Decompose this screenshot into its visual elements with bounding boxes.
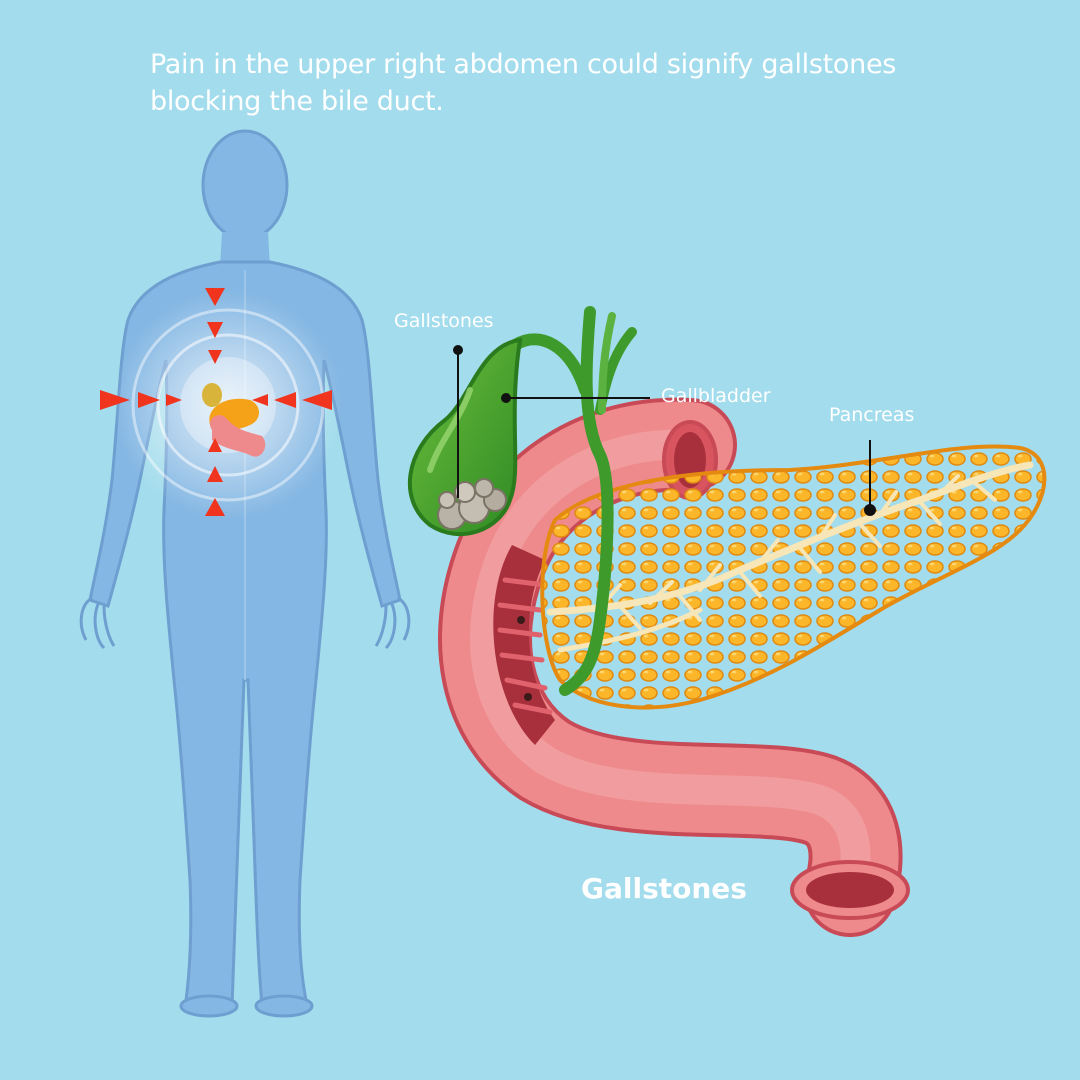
label-gallstones: Gallstones — [394, 310, 494, 332]
human-body — [79, 129, 411, 1018]
caption: Pain in the upper right abdomen could si… — [150, 46, 1010, 120]
mini-organs-icon — [202, 383, 266, 457]
label-gallbladder: Gallbladder — [661, 385, 771, 407]
diagram-title: Gallstones — [581, 872, 747, 905]
leader-lines — [453, 345, 876, 516]
gallbladder — [407, 306, 637, 696]
label-pancreas: Pancreas — [829, 404, 915, 426]
caption-line-1: Pain in the upper right abdomen could si… — [150, 49, 897, 80]
pain-focus — [100, 288, 343, 520]
caption-line-2: blocking the bile duct. — [150, 86, 444, 117]
gallstones-icon — [437, 478, 507, 530]
pain-arrows-icon — [100, 288, 332, 516]
intestine — [438, 397, 910, 937]
pancreatic-duct — [546, 461, 1034, 653]
